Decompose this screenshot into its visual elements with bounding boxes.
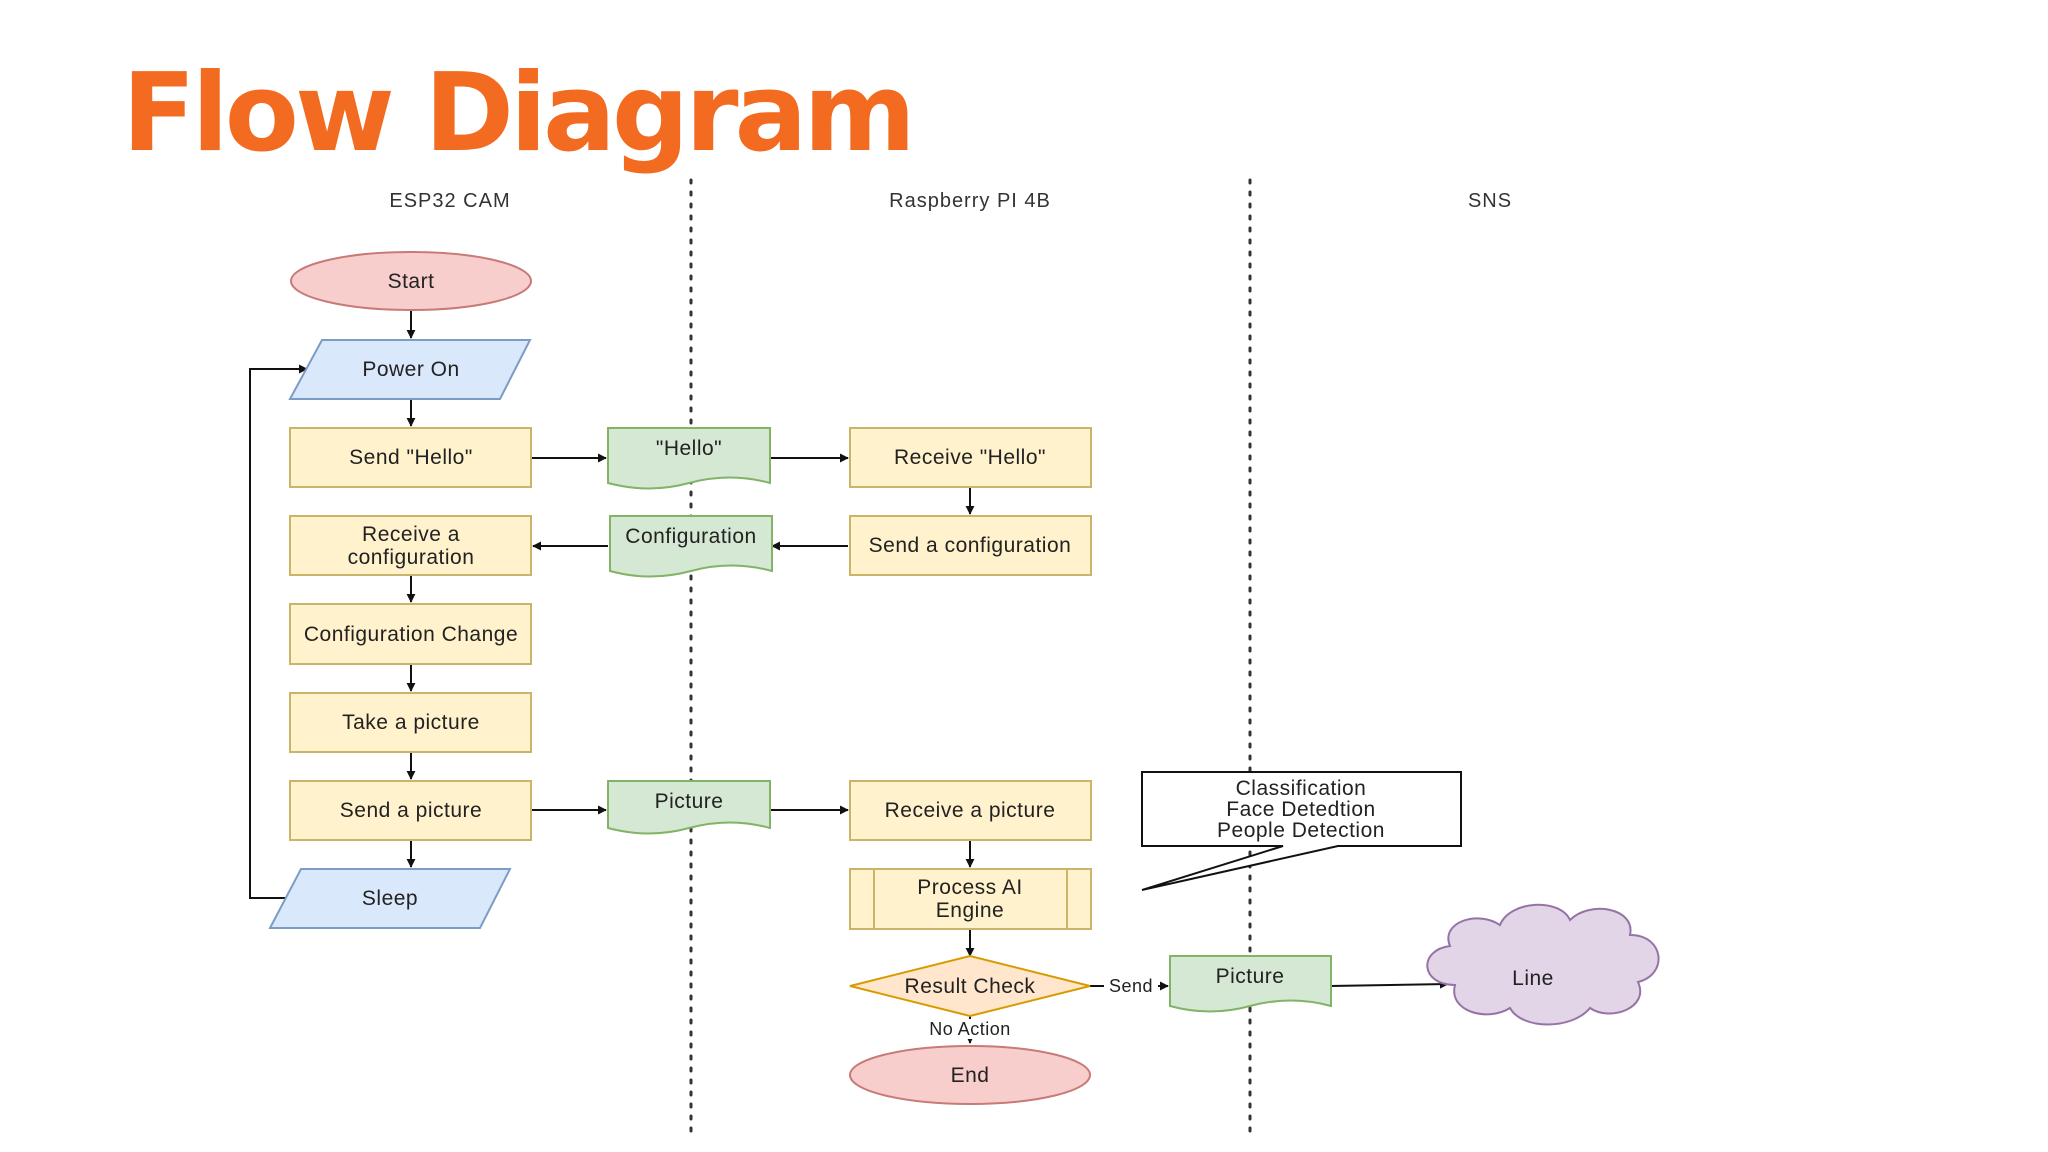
receive-hello-node: Receive "Hello" <box>849 427 1092 488</box>
page-title: Flow Diagram <box>122 51 916 176</box>
line-cloud-node: Line <box>1426 903 1660 1026</box>
end-label: End <box>951 1064 990 1087</box>
configuration-change-node: Configuration Change <box>289 603 532 665</box>
picture-document-sns-label: Picture <box>1216 965 1285 988</box>
take-picture-node: Take a picture <box>289 692 532 753</box>
lane-header-sns: SNS <box>1468 190 1512 212</box>
lane-header-raspberry-pi: Raspberry PI 4B <box>889 190 1051 212</box>
sleep-node: Sleep <box>268 868 512 929</box>
power-on-label: Power On <box>362 358 459 381</box>
take-picture-label: Take a picture <box>342 711 480 734</box>
configuration-document: Configuration <box>609 515 773 578</box>
send-configuration-label: Send a configuration <box>869 534 1072 557</box>
end-node: End <box>849 1045 1091 1105</box>
send-edge-label: Send <box>1104 976 1158 996</box>
result-check-label: Result Check <box>905 975 1036 998</box>
connectors <box>249 311 1449 1044</box>
receive-configuration-label-line2: configuration <box>348 546 475 569</box>
no-action-edge-label: No Action <box>922 1019 1018 1039</box>
send-hello-label: Send "Hello" <box>349 446 473 469</box>
send-picture-node: Send a picture <box>289 780 532 841</box>
receive-configuration-node: Receive a configuration <box>289 515 532 576</box>
configuration-document-label: Configuration <box>625 525 756 548</box>
picture-document-sns: Picture <box>1169 955 1332 1013</box>
hello-document-label: "Hello" <box>656 437 722 460</box>
line-cloud-label: Line <box>1512 967 1554 990</box>
receive-hello-label: Receive "Hello" <box>894 446 1046 469</box>
receive-configuration-label-line1: Receive a <box>362 523 460 546</box>
hello-document: "Hello" <box>607 427 771 490</box>
ai-tasks-callout: Classification Face Detedtion People Det… <box>1141 771 1462 891</box>
start-label: Start <box>388 270 435 293</box>
lane-header-esp32: ESP32 CAM <box>389 190 510 212</box>
sleep-label: Sleep <box>362 887 418 910</box>
process-ai-engine-node: Process AI Engine <box>849 868 1092 930</box>
no-action-edge-label-text: No Action <box>929 1019 1011 1039</box>
configuration-change-label: Configuration Change <box>304 623 518 646</box>
send-hello-node: Send "Hello" <box>289 427 532 488</box>
process-ai-label-line2: Engine <box>936 899 1004 922</box>
power-on-node: Power On <box>288 339 532 400</box>
receive-picture-node: Receive a picture <box>849 780 1092 841</box>
process-ai-label-line1: Process AI <box>917 876 1022 899</box>
send-edge-label-text: Send <box>1109 976 1153 996</box>
result-check-decision: Result Check <box>849 954 1091 1018</box>
callout-line-2: Face Detedtion <box>1226 798 1375 821</box>
send-picture-label: Send a picture <box>340 799 482 822</box>
callout-line-3: People Detection <box>1217 819 1385 842</box>
start-node: Start <box>290 251 532 311</box>
callout-line-1: Classification <box>1236 777 1367 800</box>
receive-picture-label: Receive a picture <box>885 799 1056 822</box>
picture-document: Picture <box>607 780 771 835</box>
picture-document-label: Picture <box>655 790 724 813</box>
send-configuration-node: Send a configuration <box>849 515 1092 576</box>
